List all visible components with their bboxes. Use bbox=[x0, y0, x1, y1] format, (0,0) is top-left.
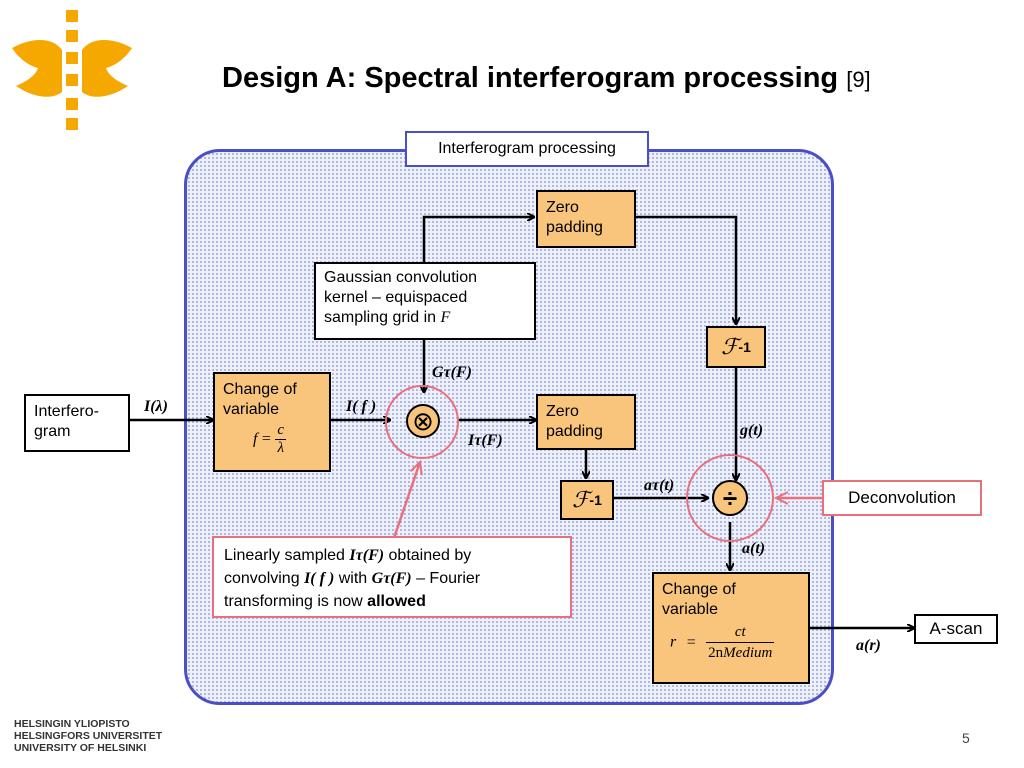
change-of-variable-box-2: Change of variable r = ct 2nMedium bbox=[652, 572, 810, 684]
gaussian-line1: Gaussian convolution bbox=[324, 269, 477, 286]
label-a-tau: aτ(t) bbox=[644, 477, 675, 494]
zpm-line1: Zero bbox=[546, 403, 579, 420]
zpt-line1: Zero bbox=[546, 199, 579, 216]
footer-line1: HELSINGIN YLIOPISTO bbox=[14, 718, 130, 730]
multiply-icon: ⊗ bbox=[412, 406, 434, 436]
label-g-tau: Gτ(F) bbox=[432, 364, 472, 381]
ascan-box: A-scan bbox=[914, 614, 998, 644]
arrow-to-fourier-top bbox=[636, 215, 736, 324]
deconvolution-label: Deconvolution bbox=[822, 480, 982, 516]
title-reference: [9] bbox=[846, 67, 871, 92]
interferogram-line1: Interfero- bbox=[34, 403, 99, 420]
university-logo-icon bbox=[12, 10, 132, 130]
ascan-text: A-scan bbox=[929, 619, 983, 638]
interferogram-box: Interfero- gram bbox=[24, 394, 130, 452]
interferogram-line2: gram bbox=[34, 423, 71, 440]
gaussian-line3: sampling grid in F bbox=[324, 308, 526, 328]
multiply-highlight-ring bbox=[385, 385, 459, 459]
cov1-fraction: c λ bbox=[275, 422, 287, 457]
cov2-lhs: r bbox=[670, 633, 677, 651]
note-p3: convolving bbox=[224, 570, 300, 587]
arrow-to-zeropad-top bbox=[422, 217, 534, 262]
inverse-fourier-box-mid: ℱ-1 bbox=[560, 480, 614, 520]
zero-padding-box-mid: Zero padding bbox=[536, 394, 636, 450]
change-of-variable-box-1: Change of variable f = c λ bbox=[213, 372, 331, 472]
cov2-num: ct bbox=[706, 622, 775, 643]
label-g-t: g(t) bbox=[740, 422, 764, 439]
gaussian-line3-text: sampling grid in bbox=[324, 309, 437, 326]
cov1-line1: Change of bbox=[223, 381, 297, 398]
cov2-den-coef: 2n bbox=[708, 645, 724, 661]
cov2-formula: r = ct 2nMedium bbox=[670, 622, 800, 663]
cov1-lhs: f bbox=[253, 430, 258, 448]
note-p4: with bbox=[338, 570, 368, 587]
divide-icon: ÷ bbox=[722, 483, 738, 513]
cov2-fraction: ct 2nMedium bbox=[706, 622, 775, 663]
note-bold: allowed bbox=[367, 593, 426, 610]
fourier-icon: ℱ bbox=[572, 487, 590, 512]
note-line2: convolving I( f ) with Gτ(F) – Fourier bbox=[224, 567, 560, 590]
cov2-den: 2nMedium bbox=[706, 643, 774, 663]
note-p1: Linearly sampled bbox=[224, 547, 345, 564]
gaussian-kernel-box: Gaussian convolution kernel – equispaced… bbox=[314, 262, 536, 340]
divide-operator: ÷ bbox=[712, 480, 748, 516]
fourier-icon: ℱ bbox=[721, 334, 739, 359]
note-pointer bbox=[392, 462, 420, 539]
cov1-eq: = bbox=[261, 430, 271, 448]
gaussian-line2: kernel – equispaced bbox=[324, 289, 468, 306]
label-i-tau: Iτ(F) bbox=[468, 432, 503, 449]
note-line1: Linearly sampled Iτ(F) obtained by bbox=[224, 544, 560, 567]
zpm-line2: padding bbox=[546, 423, 603, 440]
label-a-t: a(t) bbox=[742, 540, 766, 557]
note-sym3: Gτ(F) bbox=[371, 570, 412, 587]
label-a-r: a(r) bbox=[856, 637, 881, 654]
label-i-f: I( f ) bbox=[346, 398, 377, 415]
gaussian-var: F bbox=[440, 309, 451, 326]
inverse-fourier-box-top: ℱ-1 bbox=[706, 326, 766, 368]
deconvolution-text: Deconvolution bbox=[848, 488, 956, 507]
footer-line3: UNIVERSITY OF HELSINKI bbox=[14, 742, 147, 754]
cov1-den: λ bbox=[277, 440, 284, 456]
label-i-lambda: I(λ) bbox=[144, 398, 168, 415]
page-number: 5 bbox=[962, 730, 970, 746]
note-p5: – Fourier bbox=[416, 570, 481, 587]
note-line3: transforming is now allowed bbox=[224, 590, 560, 613]
note-p2: obtained by bbox=[388, 547, 472, 564]
cov2-eq: = bbox=[686, 633, 696, 651]
cov2-den-sub: Medium bbox=[723, 645, 773, 661]
panel-label: Interferogram processing bbox=[405, 131, 649, 167]
cov2-line1: Change of bbox=[662, 581, 736, 598]
footer-line2: HELSINGFORS UNIVERSITET bbox=[14, 730, 163, 742]
note-sym1: Iτ(F) bbox=[349, 547, 385, 564]
fourier-sup: -1 bbox=[738, 339, 751, 355]
slide-title: Design A: Spectral interferogram process… bbox=[222, 62, 871, 95]
cov1-line2: variable bbox=[223, 401, 280, 418]
cov1-num: c bbox=[275, 422, 287, 440]
note-sym2: I( f ) bbox=[304, 570, 335, 587]
multiply-operator: ⊗ bbox=[406, 404, 440, 438]
cov2-line2: variable bbox=[662, 601, 719, 618]
note-p6: transforming is now bbox=[224, 593, 363, 610]
zero-padding-box-top: Zero padding bbox=[536, 190, 636, 248]
zpt-line2: padding bbox=[546, 219, 603, 236]
divide-highlight-ring bbox=[686, 454, 774, 542]
title-text: Design A: Spectral interferogram process… bbox=[222, 62, 839, 94]
fourier-sup: -1 bbox=[589, 492, 602, 508]
note-box: Linearly sampled Iτ(F) obtained by convo… bbox=[212, 536, 572, 618]
cov1-formula: f = c λ bbox=[253, 422, 321, 457]
university-name: HELSINGIN YLIOPISTO HELSINGFORS UNIVERSI… bbox=[14, 718, 162, 754]
